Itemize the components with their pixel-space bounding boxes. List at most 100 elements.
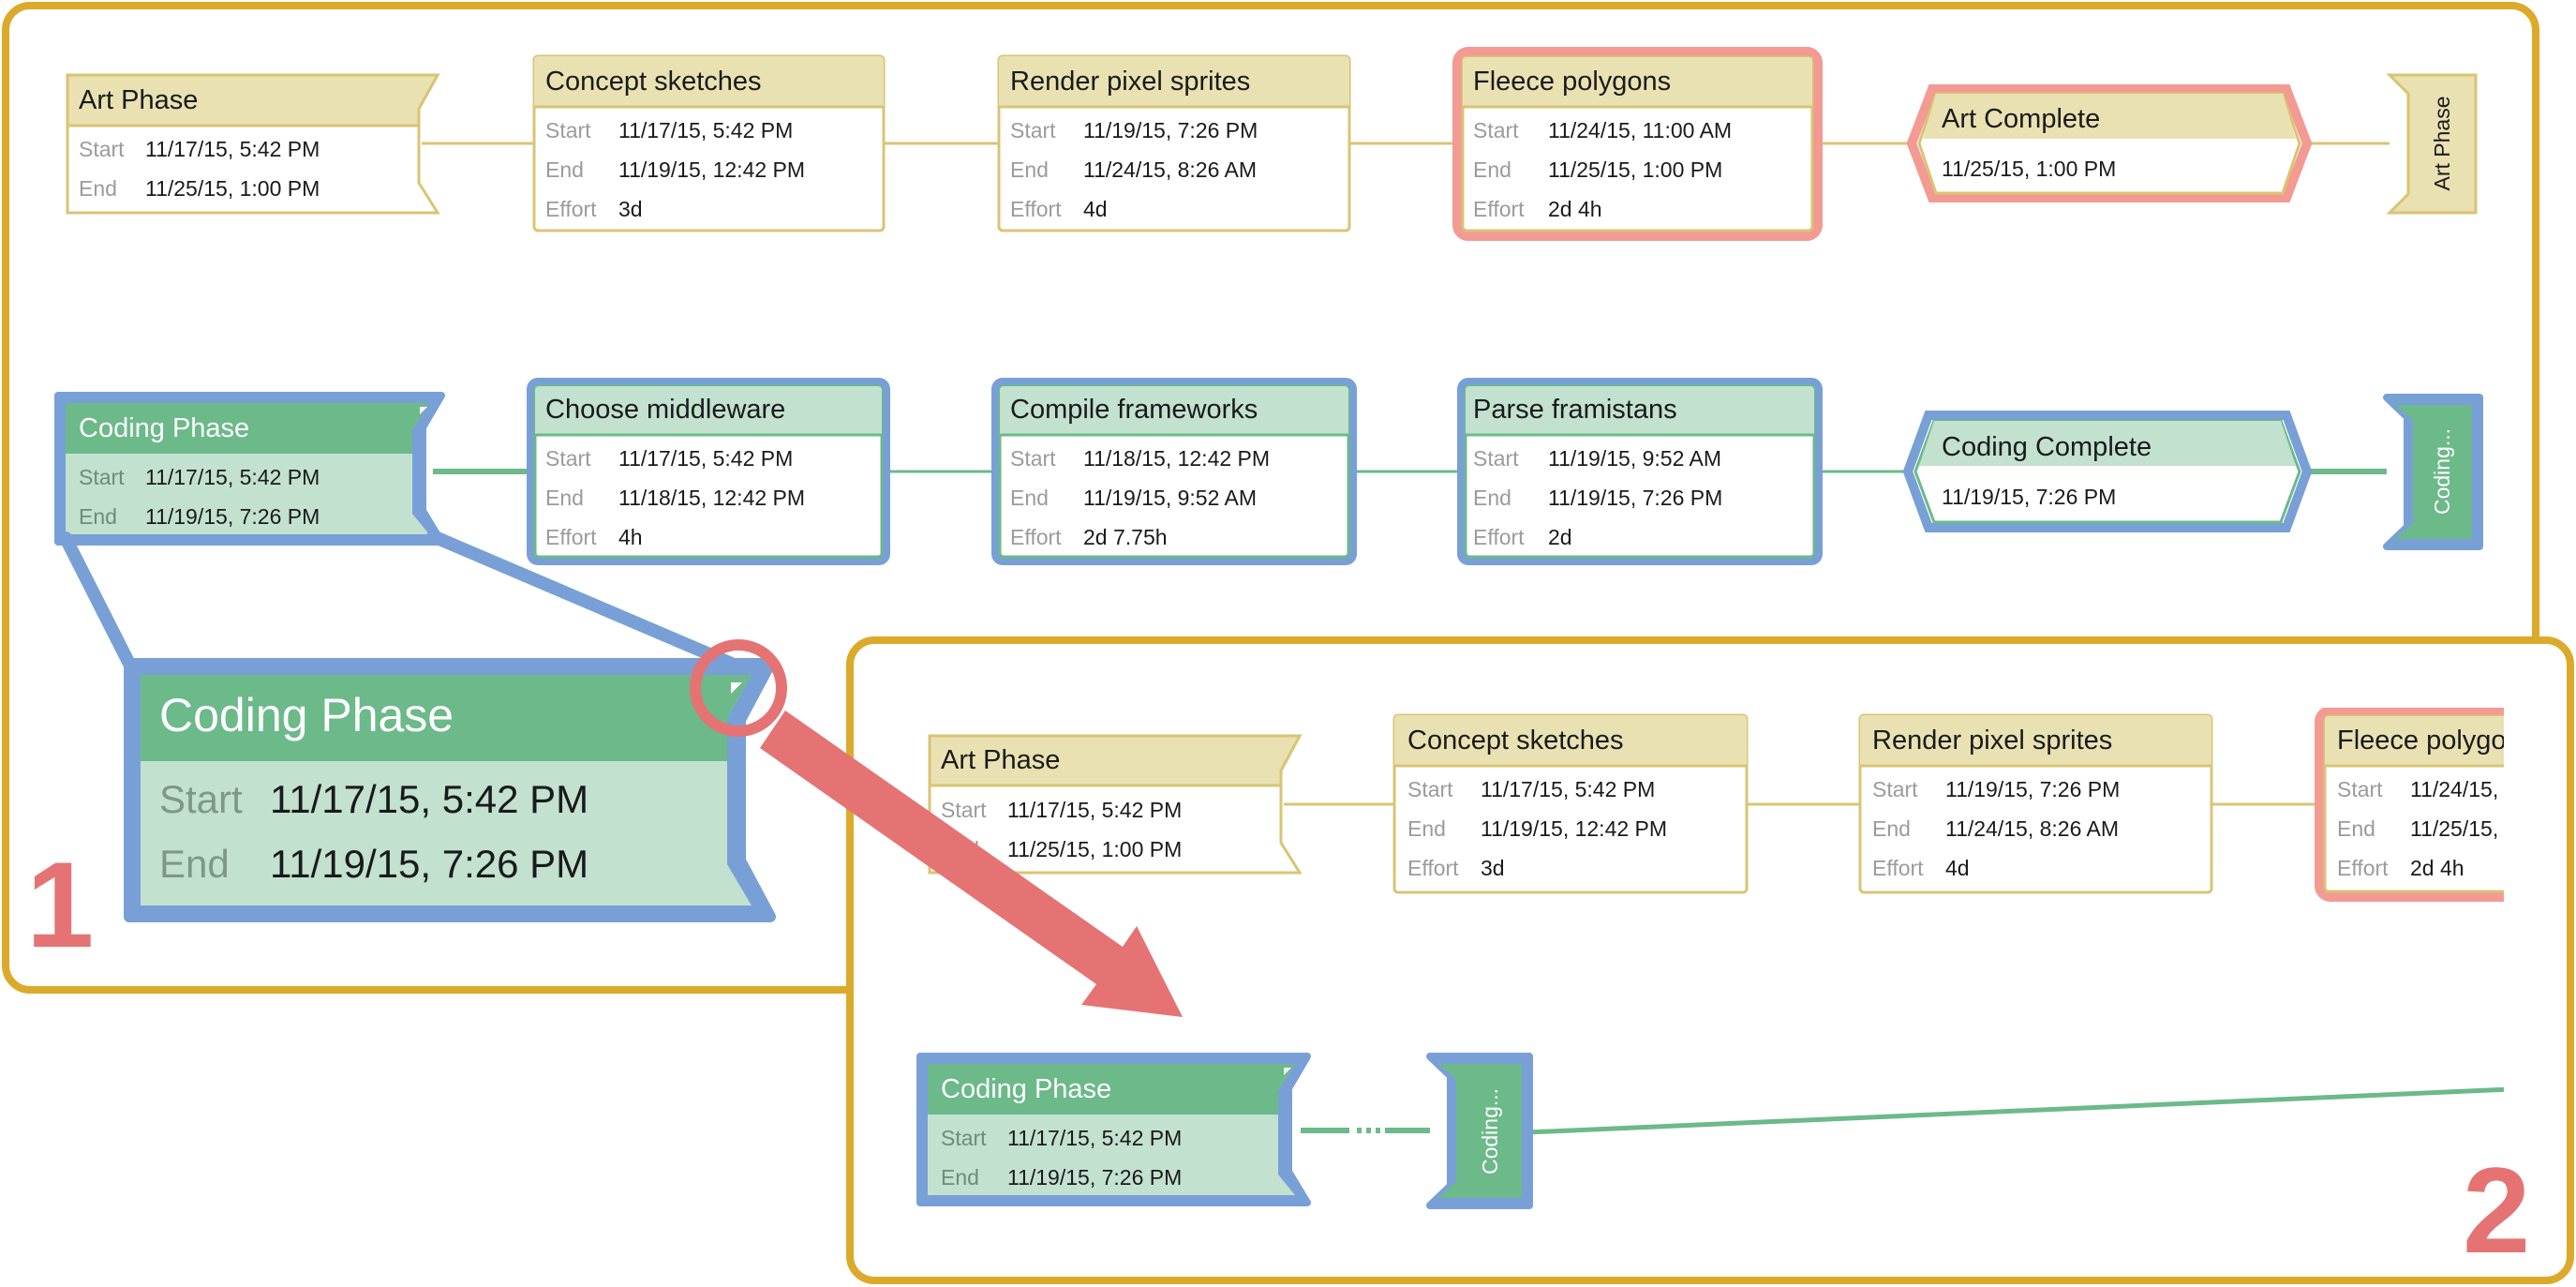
start-label: Start xyxy=(941,1126,987,1150)
effort-label: Effort xyxy=(1473,525,1525,549)
panel-1: Art Phase Start 11/17/15, 5:42 PM End 11… xyxy=(2,2,2539,994)
start-label: Start xyxy=(1407,777,1453,801)
start-value: 11/17/15, 5:42 PM xyxy=(1007,798,1182,822)
task-choose-middleware[interactable]: Choose middleware Start 11/17/15, 5:42 P… xyxy=(527,378,890,565)
callout-circle xyxy=(690,639,787,737)
start-value: 11/18/15, 12:42 PM xyxy=(1083,446,1270,471)
p2-task-concept-sketches[interactable]: Concept sketches Start 11/17/15, 5:42 PM… xyxy=(1392,713,1749,894)
collapsed-cap-label: Coding... xyxy=(1478,1088,1502,1175)
task-title: Render pixel sprites xyxy=(1872,726,2112,756)
start-label: Start xyxy=(545,118,591,142)
panel-2-number: 2 xyxy=(2463,1142,2530,1279)
art-phase-start-label: Start xyxy=(79,137,125,161)
task-render-pixel-sprites[interactable]: Render pixel sprites Start 11/19/15, 7:2… xyxy=(997,54,1351,232)
effort-label: Effort xyxy=(545,197,597,221)
start-value: 11/19/15, 9:52 AM xyxy=(1548,446,1721,471)
p2-task-fleece-polygons[interactable]: Fleece polygons Start 11/24/15, 11:00 AM… xyxy=(2315,708,2576,902)
p2-task-render-pixel-sprites[interactable]: Render pixel sprites Start 11/19/15, 7:2… xyxy=(1858,713,2213,894)
panel-2: Art Phase Start 11/17/15, 5:42 PM End 11… xyxy=(846,636,2576,1284)
effort-value: 4d xyxy=(1083,197,1108,221)
coding-phase-end-value: 11/19/15, 7:26 PM xyxy=(145,504,320,529)
coding-phase-start-label: Start xyxy=(79,465,125,489)
zoomed-end-value: 11/19/15, 7:26 PM xyxy=(270,842,588,886)
milestone-title: Art Complete xyxy=(1942,104,2100,134)
task-parse-framistans[interactable]: Parse framistans Start 11/19/15, 9:52 AM… xyxy=(1457,378,1823,565)
effort-label: Effort xyxy=(2337,856,2389,880)
start-value: 11/19/15, 7:26 PM xyxy=(1945,777,2120,801)
p2-coding-phase-node[interactable]: Coding Phase Start 11/17/15, 5:42 PM End… xyxy=(916,1053,1311,1206)
zoomed-start-label: Start xyxy=(159,777,243,821)
effort-value: 4h xyxy=(618,525,643,549)
task-title: Fleece polygons xyxy=(1473,67,1671,97)
effort-label: Effort xyxy=(1407,856,1459,880)
effort-value: 2d 4h xyxy=(1548,197,1602,221)
effort-value: 2d xyxy=(1548,525,1572,549)
zoom-callout-lines xyxy=(59,530,747,674)
effort-label: Effort xyxy=(1872,856,1924,880)
callout-circle-arrow xyxy=(690,639,1183,1017)
task-title: Render pixel sprites xyxy=(1010,67,1250,97)
effort-value: 2d 7.75h xyxy=(1083,525,1168,549)
p2-art-phase-title: Art Phase xyxy=(941,745,1060,775)
milestone-coding-complete[interactable]: Coding Complete 11/19/15, 7:26 PM xyxy=(1902,411,2313,532)
art-phase-node[interactable]: Art Phase Start 11/17/15, 5:42 PM End 11… xyxy=(66,73,440,215)
end-value: 11/25/15, 1:00 PM xyxy=(1548,157,1722,182)
end-value: 11/19/15, 7:26 PM xyxy=(1007,1165,1182,1190)
coding-phase-node[interactable]: Coding Phase Start 11/17/15, 5:42 PM End… xyxy=(54,392,445,546)
milestone-title: Coding Complete xyxy=(1942,432,2152,462)
end-label: End xyxy=(941,1165,979,1190)
art-phase-end-cap[interactable]: Art Phase xyxy=(2386,73,2478,215)
effort-label: Effort xyxy=(1473,197,1525,221)
end-label: End xyxy=(545,486,584,510)
end-cap-label: Art Phase xyxy=(2430,97,2454,191)
end-value: 11/25/15, 1:00 PM xyxy=(1007,837,1182,861)
start-label: Start xyxy=(1473,446,1519,471)
end-cap-label: Coding... xyxy=(2430,428,2454,515)
start-value: 11/17/15, 5:42 PM xyxy=(1007,1126,1182,1150)
end-value: 11/18/15, 12:42 PM xyxy=(618,486,805,510)
end-label: End xyxy=(1010,157,1049,182)
task-title: Parse framistans xyxy=(1473,395,1677,425)
effort-label: Effort xyxy=(1010,525,1062,549)
coding-phase-end-cap[interactable]: Coding... xyxy=(2383,394,2483,550)
task-fleece-polygons[interactable]: Fleece polygons Start 11/24/15, 11:00 AM… xyxy=(1452,47,1823,241)
task-title: Choose middleware xyxy=(545,395,785,425)
milestone-art-complete[interactable]: Art Complete 11/25/15, 1:00 PM xyxy=(1906,84,2313,202)
end-value: 11/19/15, 12:42 PM xyxy=(1481,816,1667,841)
end-value: 11/24/15, 8:26 AM xyxy=(1083,157,1257,182)
end-value: 11/19/15, 9:52 AM xyxy=(1083,486,1257,510)
coding-phase-end-label: End xyxy=(79,504,117,529)
task-compile-frameworks[interactable]: Compile frameworks Start 11/18/15, 12:42… xyxy=(991,378,1357,565)
p2-coding-row-connectors xyxy=(1301,1086,2504,1135)
start-label: Start xyxy=(1010,446,1056,471)
effort-value: 3d xyxy=(1481,856,1505,880)
effort-label: Effort xyxy=(1010,197,1062,221)
art-phase-start-value: 11/17/15, 5:42 PM xyxy=(145,137,320,161)
p2-collapsed-coding-cap[interactable]: Coding... xyxy=(1426,1053,1533,1209)
start-value: 11/24/15, 11:00 AM xyxy=(1548,118,1732,142)
coding-phase-title: Coding Phase xyxy=(79,413,249,443)
effort-value: 4d xyxy=(1945,856,1970,880)
effort-value: 3d xyxy=(618,197,643,221)
start-value: 11/17/15, 5:42 PM xyxy=(618,446,793,471)
start-label: Start xyxy=(1872,777,1918,801)
effort-label: Effort xyxy=(545,525,597,549)
zoomed-start-value: 11/17/15, 5:42 PM xyxy=(270,777,588,821)
start-label: Start xyxy=(1010,118,1056,142)
start-value: 11/17/15, 5:42 PM xyxy=(1481,777,1655,801)
task-title: Concept sketches xyxy=(545,67,762,97)
effort-value: 2d 4h xyxy=(2410,856,2464,880)
milestone-date: 11/19/15, 7:26 PM xyxy=(1942,485,2116,509)
start-label: Start xyxy=(545,446,591,471)
end-label: End xyxy=(1872,816,1911,841)
end-value: 11/19/15, 12:42 PM xyxy=(618,157,805,182)
end-value: 11/25/15, 1:00 PM xyxy=(2410,816,2576,841)
zoomed-title: Coding Phase xyxy=(159,689,454,741)
end-label: End xyxy=(1010,486,1049,510)
art-phase-title: Art Phase xyxy=(79,85,198,115)
end-label: End xyxy=(1473,486,1511,510)
start-value: 11/17/15, 5:42 PM xyxy=(618,118,793,142)
task-concept-sketches[interactable]: Concept sketches Start 11/17/15, 5:42 PM… xyxy=(532,54,886,232)
milestone-date: 11/25/15, 1:00 PM xyxy=(1942,157,2116,181)
